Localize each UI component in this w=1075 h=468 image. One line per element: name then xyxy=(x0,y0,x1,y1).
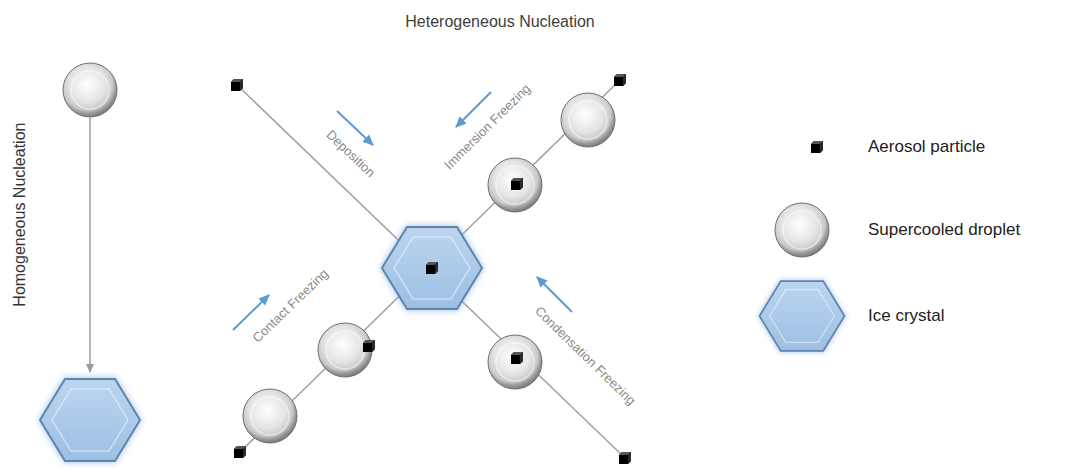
ice-crystal xyxy=(380,225,484,311)
legend-aerosol-sample xyxy=(811,141,823,153)
supercooled-droplet xyxy=(488,335,542,389)
pathway-label: Contact Freezing xyxy=(249,266,331,346)
aerosol-particle xyxy=(234,446,246,458)
pathway-line xyxy=(240,80,620,452)
diagram-title: Heterogeneous Nucleation xyxy=(405,12,594,31)
supercooled-droplet xyxy=(561,93,615,147)
ice-crystal xyxy=(38,377,142,463)
pathway-label: Deposition xyxy=(323,127,378,181)
supercooled-droplet xyxy=(63,63,117,117)
aerosol-particle xyxy=(231,79,243,91)
legend-text: Aerosol particle xyxy=(868,137,985,157)
supercooled-droplet xyxy=(243,389,297,443)
aerosol-particle xyxy=(363,340,375,352)
aerosol-particle xyxy=(426,262,438,274)
pathway-label: Condensation Freezing xyxy=(531,303,638,408)
legend-text: Supercooled droplet xyxy=(868,220,1020,240)
aerosol-particle xyxy=(511,178,523,190)
legend-text: Ice crystal xyxy=(868,306,945,326)
aerosol-particle xyxy=(511,352,523,364)
legend-droplet-sample xyxy=(775,203,829,257)
legend-ice-sample xyxy=(758,279,846,352)
homogeneous-arrow xyxy=(89,118,91,372)
supercooled-droplet xyxy=(488,158,542,212)
aerosol-particle xyxy=(614,74,626,86)
axis-label: Homogeneous Nucleation xyxy=(10,123,29,307)
pathway-line xyxy=(237,85,625,458)
aerosol-particle xyxy=(619,452,631,464)
